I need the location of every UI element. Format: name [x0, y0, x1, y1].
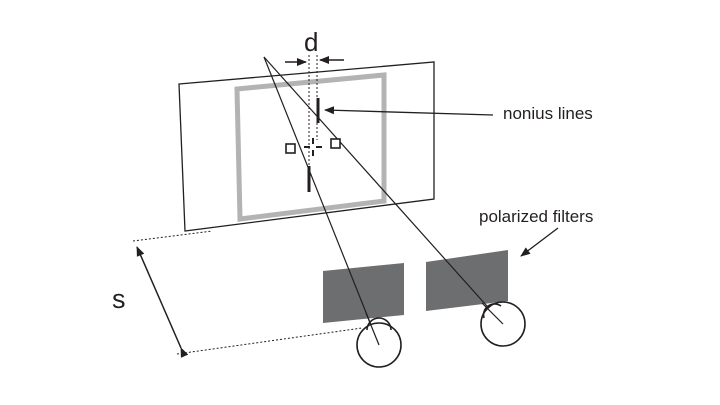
screen-edge-projection [132, 230, 213, 242]
left-polarized-filter [323, 263, 404, 323]
left-fixation-square [285, 143, 296, 154]
right-fixation-square [330, 138, 341, 149]
eye-level-projection [176, 327, 363, 355]
fixation-cross [304, 138, 322, 156]
fusion-frame [234, 72, 387, 222]
viewing-distance-label: s [112, 284, 126, 314]
left-eye [356, 312, 402, 368]
right-polarized-filter [426, 250, 508, 311]
distance-s-arrow [136, 246, 189, 358]
right-eye [480, 301, 526, 347]
left-eye-line-of-sight [263, 56, 380, 346]
nonius-lines-pointer [324, 106, 494, 116]
disparity-label: d [304, 27, 319, 57]
polarized-filters-label: polarized filters [479, 207, 594, 226]
polarized-filters-pointer [520, 227, 559, 257]
nonius-lines-label: nonius lines [503, 104, 593, 123]
right-eye-line-of-sight [263, 56, 504, 325]
